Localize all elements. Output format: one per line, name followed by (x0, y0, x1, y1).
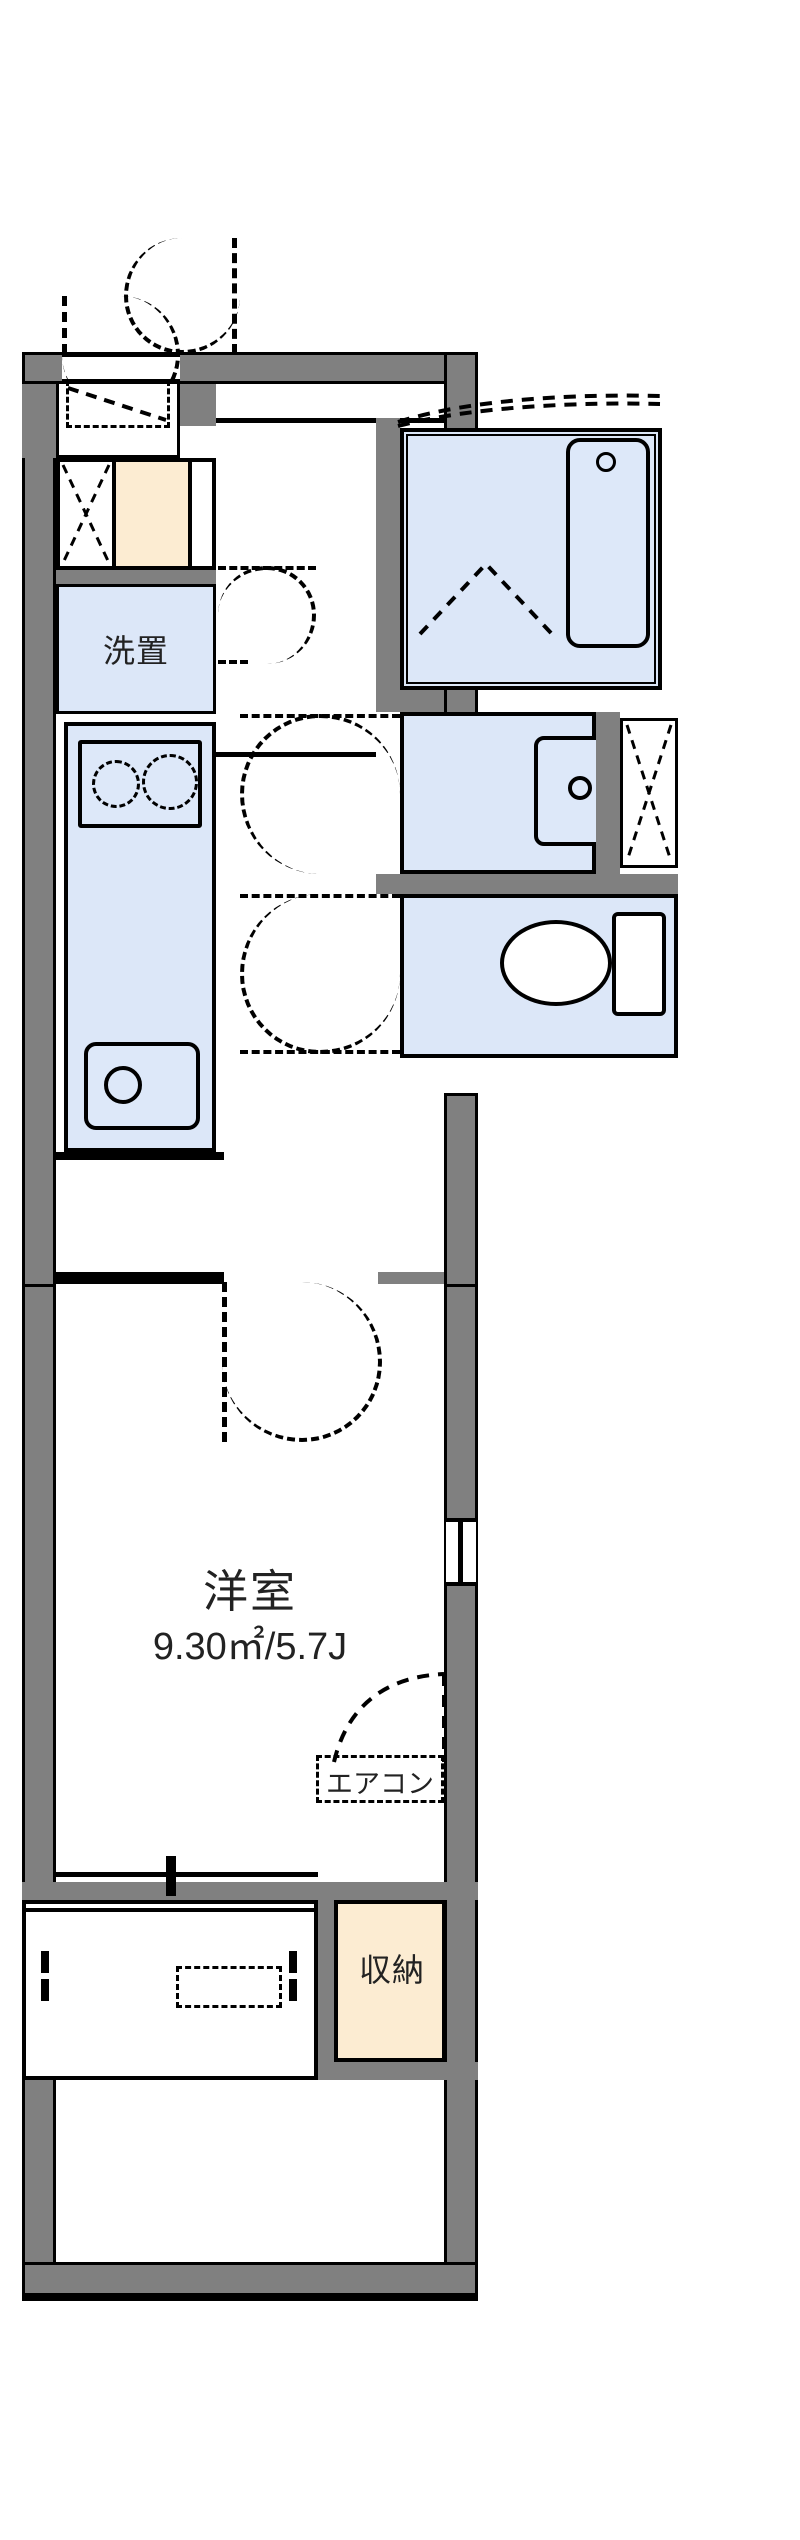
hall-bottom-wall (56, 1272, 224, 1284)
shoe-box-wall-below (56, 570, 216, 584)
shoe-box-cream-block (114, 460, 190, 568)
genkan-step (56, 384, 180, 458)
side-window-mullion (458, 1518, 463, 1586)
washbasin-wall-right (596, 712, 620, 874)
toilet-wall-top (376, 874, 678, 894)
toilet-door-swing-arc (240, 894, 400, 1054)
stove-burner-right (142, 754, 198, 810)
sink-basin (84, 1042, 200, 1130)
hall-partition-top (216, 418, 444, 423)
aircon-label: エアコン (326, 1769, 434, 1799)
bathtub (566, 438, 650, 648)
closet-wall-bottom (316, 2062, 478, 2080)
bathtub-drain-icon (596, 452, 616, 472)
stove-burner-left (92, 760, 140, 808)
washbasin-door-swing-arc (240, 714, 400, 874)
toilet-door-threshold (240, 1050, 400, 1054)
linen-cabinet-cross-hatch (624, 722, 674, 864)
main-room-floor (56, 1284, 444, 2262)
exterior-wall-right-lower (444, 1093, 478, 1305)
exterior-wall-left (22, 352, 56, 1300)
laundry-label: 洗置 (102, 633, 169, 669)
shoe-box-cabinet-left (58, 460, 114, 568)
balcony-divider-marks-right (288, 1950, 298, 2002)
closet-wall-top (316, 1882, 478, 1900)
bath-sliding-door[interactable] (394, 392, 664, 428)
aircon-arc (330, 1670, 448, 1766)
mainroom-door-swing-arc (222, 1282, 382, 1442)
genkan-wall-right (180, 384, 216, 426)
window-sill-line (56, 1872, 318, 1877)
aircon-box (316, 1755, 444, 1803)
main-room-name-label: 洋室 (202, 1566, 297, 1617)
closet-label: 収納 (358, 1952, 425, 1988)
toilet-tank (612, 912, 666, 1016)
shoe-box-cross-hatch (60, 462, 112, 566)
kitchen-door-threshold (218, 660, 248, 664)
balcony-rail-line (26, 1908, 314, 1912)
laundry-area (56, 584, 216, 714)
hall-door-swing-arc (124, 238, 240, 354)
bath-wall-left (376, 418, 400, 704)
balcony-drain-box (176, 1966, 282, 2008)
washbasin-drain-icon (568, 776, 592, 800)
closet-area (334, 1900, 446, 2062)
main-room-wall-bottom (22, 2262, 478, 2296)
genkan-diagonal-line (66, 386, 172, 424)
genkan-wall-stub (22, 384, 56, 458)
hall-bottom-wall-right (378, 1272, 444, 1284)
mainroom-door-opening[interactable] (224, 1272, 378, 1284)
main-room-wall-left (22, 1284, 56, 2296)
sink-drain-icon (104, 1066, 142, 1104)
entrance-door-leaf[interactable] (62, 296, 70, 354)
main-room-area-label: 9.30㎡/5.7J (152, 1626, 348, 1668)
toilet-bowl (500, 920, 612, 1006)
closet-wall-left (316, 1882, 334, 2080)
kitchen-counter-edge (56, 1152, 224, 1160)
genkan-tataki-outline (66, 380, 170, 428)
kitchen-door-swing-arc (218, 566, 316, 664)
balcony-area (22, 1900, 318, 2080)
shoe-box-cabinet-right (190, 460, 214, 568)
bath-floor-drain-chevron (416, 556, 556, 640)
balcony-divider-marks-left (40, 1950, 50, 2002)
building-bottom-edge (22, 2296, 478, 2301)
bath-wall-bottom (376, 688, 444, 712)
